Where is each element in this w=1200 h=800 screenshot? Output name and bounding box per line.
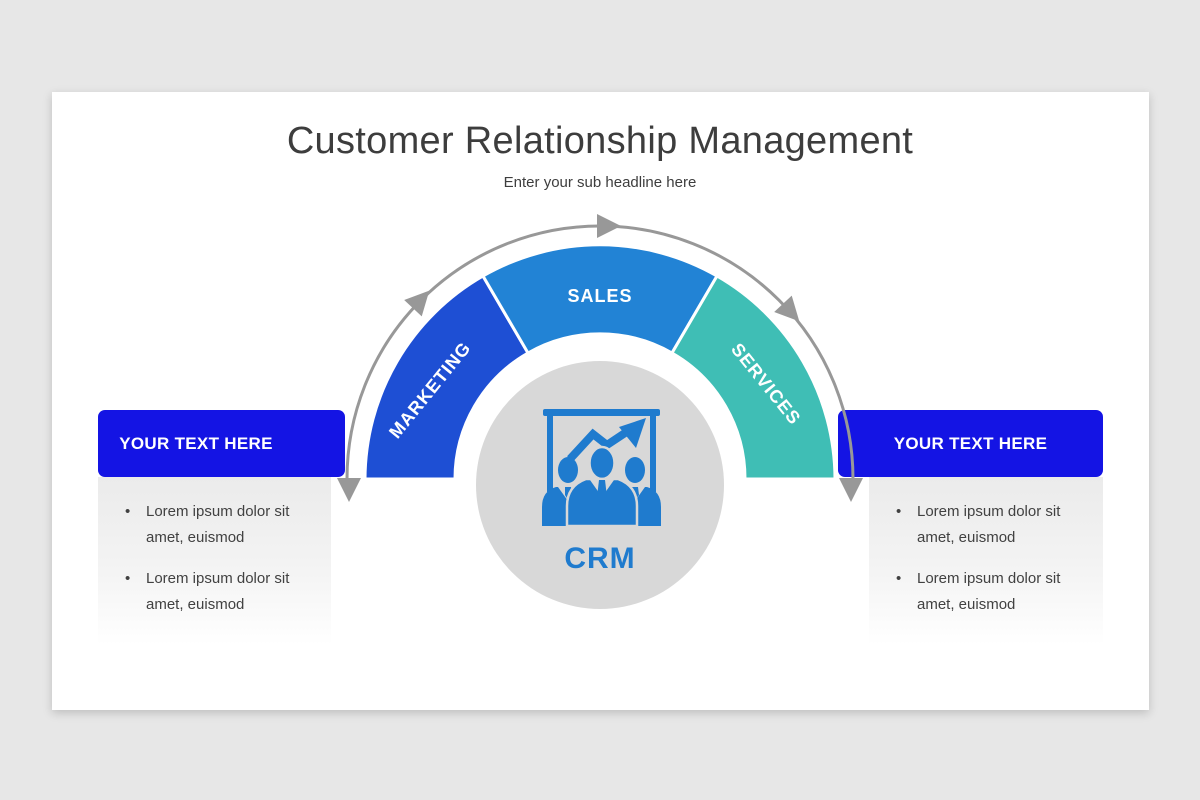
list-item: • Lorem ipsum dolor sit amet, euismod [98,566,331,617]
bullet-text: Lorem ipsum dolor sit amet, euismod [146,570,290,613]
left-text-box-body: • Lorem ipsum dolor sit amet, euismod • … [98,477,331,652]
list-item: • Lorem ipsum dolor sit amet, euismod [98,499,331,550]
bullet-dot: • [125,570,131,587]
bullet-text: Lorem ipsum dolor sit amet, euismod [146,503,290,546]
bullet-text: Lorem ipsum dolor sit amet, euismod [917,570,1061,613]
right-header-label: YOUR TEXT HERE [893,433,1048,453]
right-text-box-header: YOUR TEXT HERE [838,410,1103,477]
left-header-label: YOUR TEXT HERE [119,433,273,453]
slide-title: Customer Relationship Management [286,120,914,162]
list-item: • Lorem ipsum dolor sit amet, euismod [869,566,1103,617]
bullet-dot: • [896,570,902,587]
list-item: • Lorem ipsum dolor sit amet, euismod [869,499,1103,550]
left-text-box-header: YOUR TEXT HERE [98,410,345,477]
bullet-dot: • [896,503,902,520]
slide-subtitle: Enter your sub headline here [503,174,697,191]
bullet-text: Lorem ipsum dolor sit amet, euismod [917,503,1061,546]
right-text-box-body: • Lorem ipsum dolor sit amet, euismod • … [869,477,1103,652]
bullet-dot: • [125,503,131,520]
